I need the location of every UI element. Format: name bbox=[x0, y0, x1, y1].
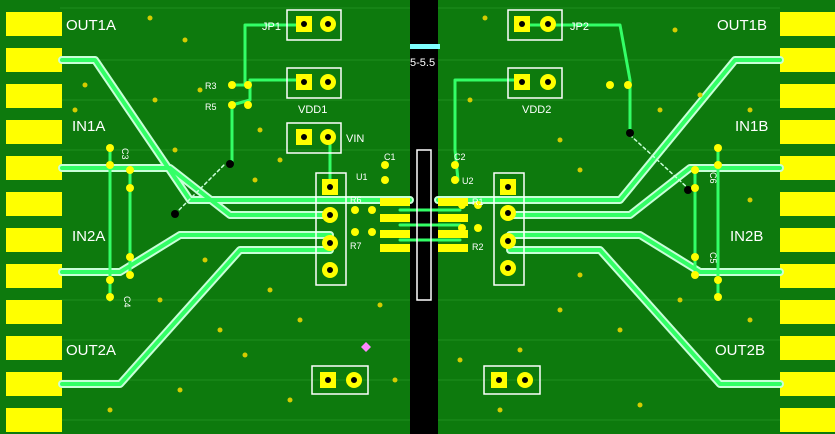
label-c5: C5 bbox=[708, 252, 718, 264]
header-vin bbox=[286, 122, 342, 154]
label-out2b: OUT2B bbox=[715, 342, 765, 359]
header-bottom-right bbox=[483, 365, 541, 395]
label-vdd1: VDD1 bbox=[298, 104, 327, 116]
left-edge-connector bbox=[6, 12, 62, 432]
label-r7: R7 bbox=[350, 241, 362, 251]
header-vdd1 bbox=[286, 67, 342, 99]
label-r3: R3 bbox=[205, 81, 217, 91]
label-in1b: IN1B bbox=[735, 118, 768, 135]
label-r1: R1 bbox=[472, 197, 484, 207]
passive-pads bbox=[106, 81, 722, 301]
label-in2b: IN2B bbox=[730, 228, 763, 245]
label-c1: C1 bbox=[384, 152, 396, 162]
label-vdd2: VDD2 bbox=[522, 104, 551, 116]
label-c3: C3 bbox=[120, 148, 130, 160]
header-u2 bbox=[493, 172, 525, 286]
board-center-gap bbox=[410, 0, 438, 434]
label-out1a: OUT1A bbox=[66, 17, 116, 34]
label-jp2: JP2 bbox=[570, 21, 589, 33]
label-c6: C6 bbox=[708, 172, 718, 184]
label-r2: R2 bbox=[472, 242, 484, 252]
header-u1 bbox=[315, 172, 347, 286]
header-bottom-left bbox=[311, 365, 369, 395]
center-ic bbox=[380, 149, 468, 301]
label-u2: U2 bbox=[462, 176, 474, 186]
label-r6: R6 bbox=[350, 195, 362, 205]
label-in1a: IN1A bbox=[72, 118, 105, 135]
label-r5: R5 bbox=[205, 102, 217, 112]
label-supply-range: 5-5.5 bbox=[410, 57, 435, 69]
label-vin: VIN bbox=[346, 133, 364, 145]
right-edge-connector bbox=[780, 12, 835, 432]
fiducial-marker bbox=[361, 342, 371, 352]
label-jp1: JP1 bbox=[262, 21, 281, 33]
label-u1: U1 bbox=[356, 172, 368, 182]
jumper-jp2 bbox=[507, 9, 563, 41]
supply-stripe bbox=[410, 44, 440, 49]
label-in2a: IN2A bbox=[72, 228, 105, 245]
label-c2: C2 bbox=[454, 152, 466, 162]
header-vdd2 bbox=[507, 67, 563, 99]
jumper-jp1 bbox=[286, 9, 342, 41]
label-out2a: OUT2A bbox=[66, 342, 116, 359]
via-field bbox=[72, 15, 753, 413]
label-c4: C4 bbox=[122, 296, 132, 308]
board-right-half bbox=[438, 0, 835, 434]
drill-vias bbox=[171, 129, 692, 218]
label-out1b: OUT1B bbox=[717, 17, 767, 34]
